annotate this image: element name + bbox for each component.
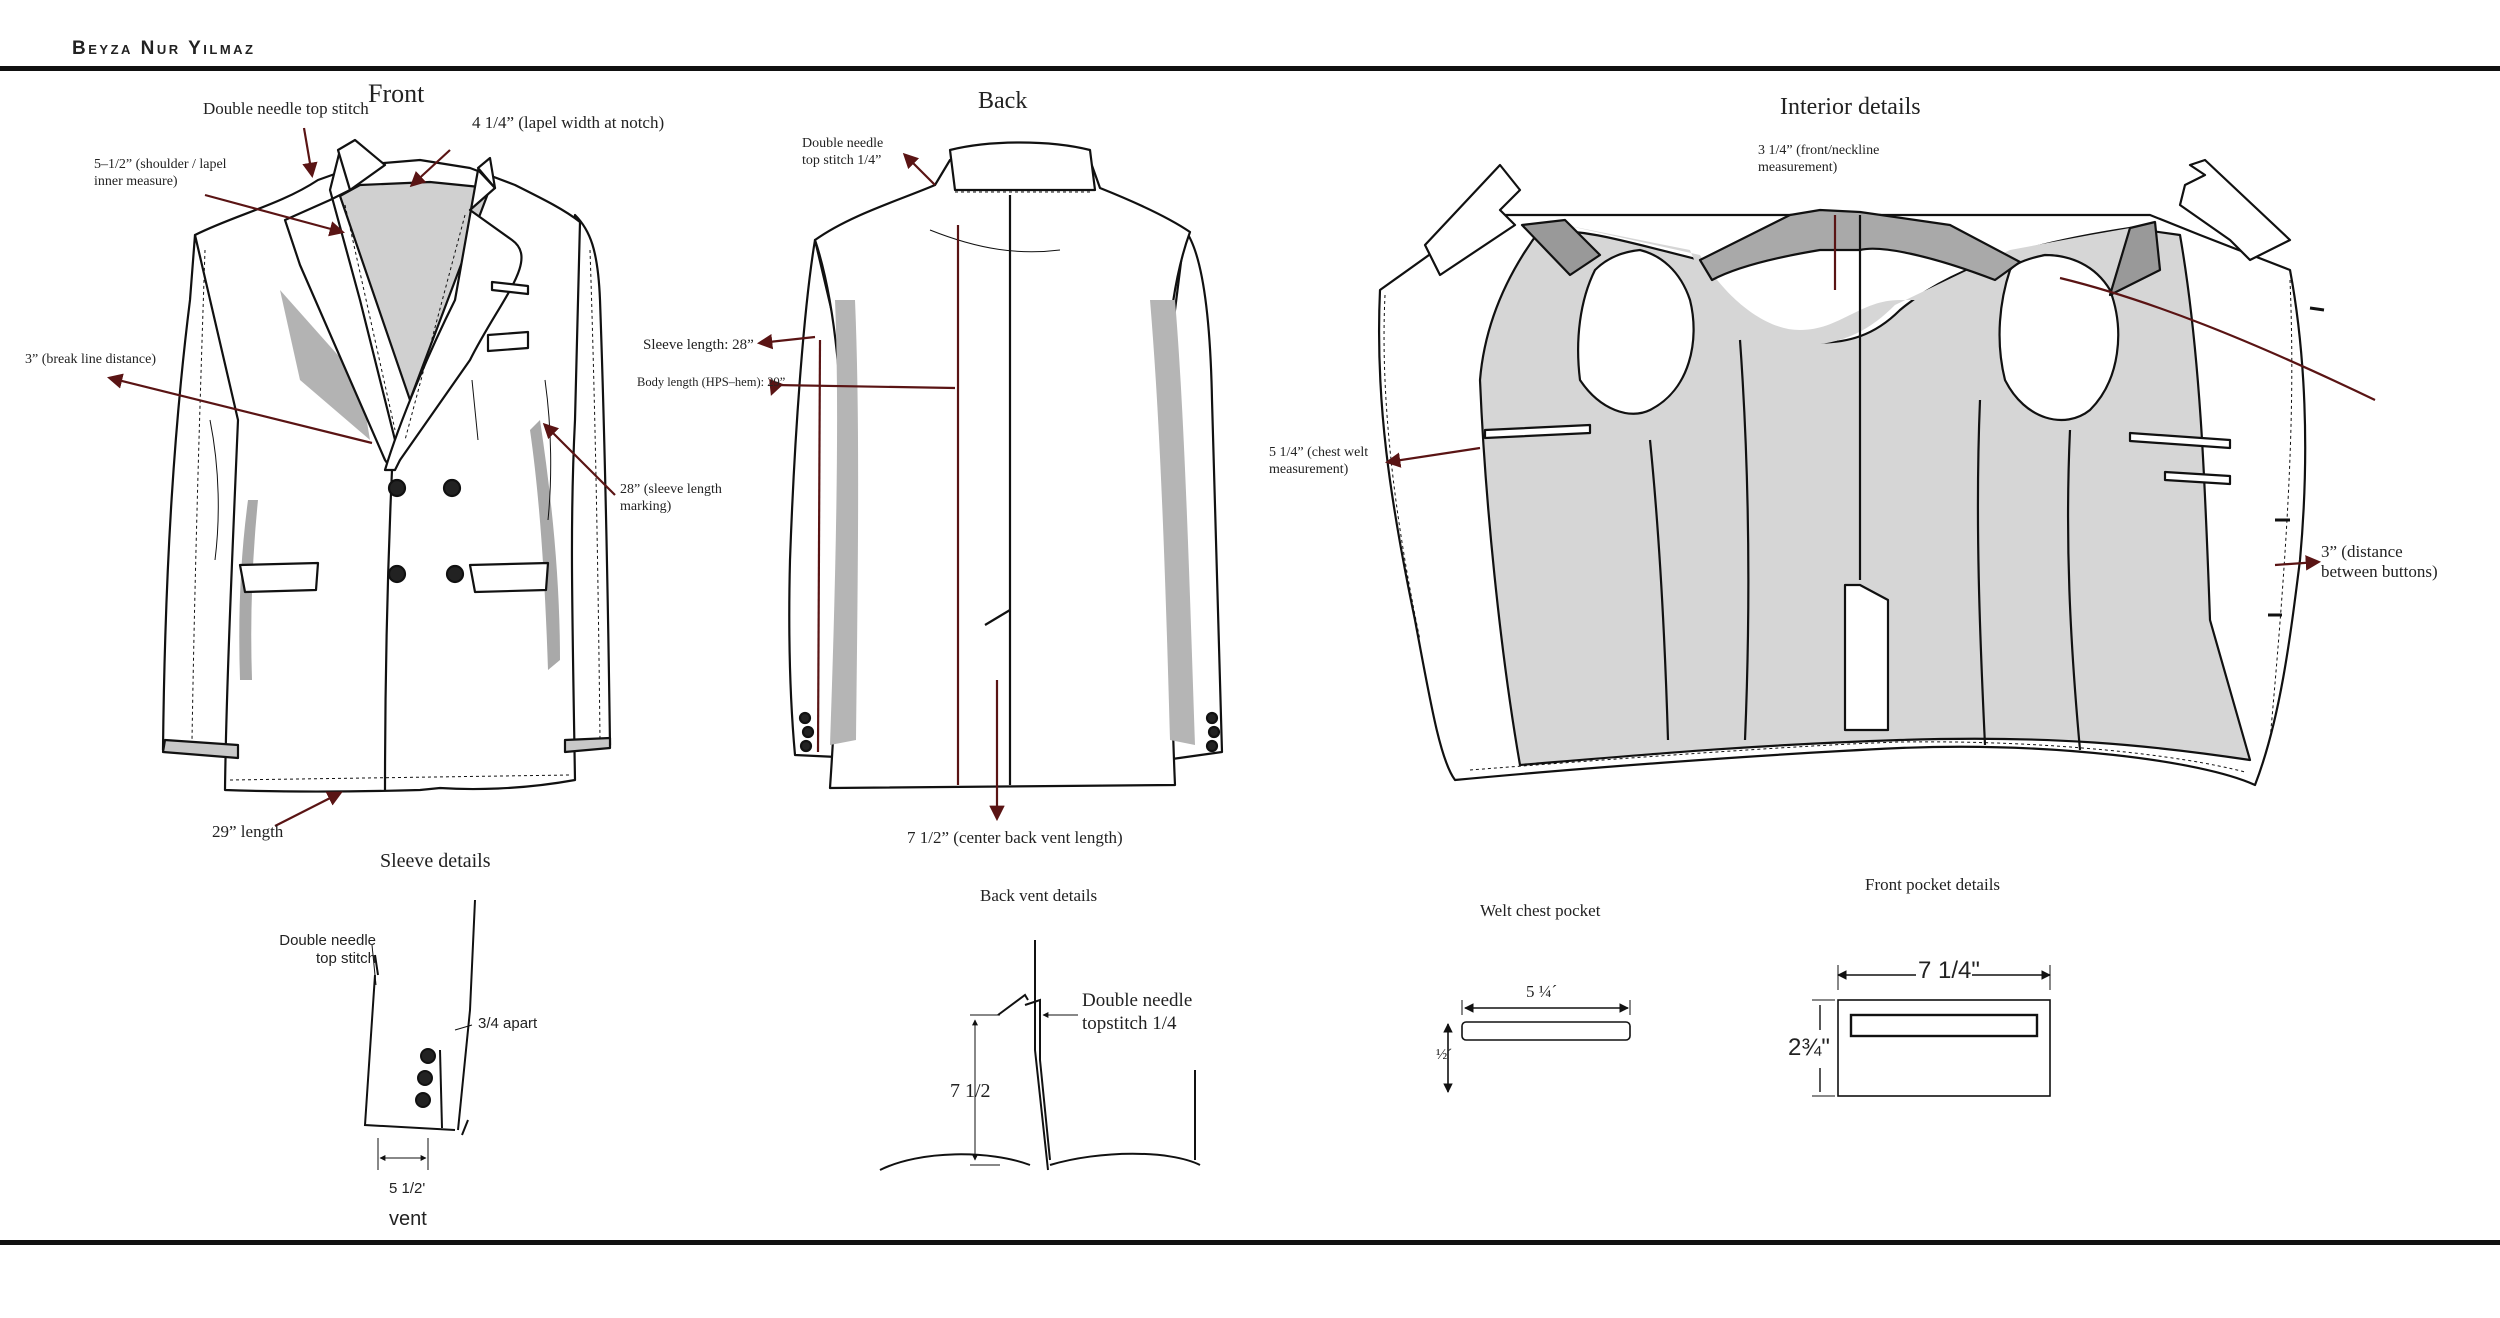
front-double-needle-label: Double needle top stitch bbox=[203, 99, 369, 118]
back-sleeve-length-label: Sleeve length: 28” bbox=[643, 337, 754, 353]
buttons-apart-label: 3/4 apart bbox=[478, 1015, 538, 1032]
frame-lines bbox=[0, 66, 2500, 1245]
interior-drawing bbox=[1377, 158, 2325, 787]
back-jacket-drawing bbox=[788, 141, 1224, 790]
button-distance-label: 3” (distance between buttons) bbox=[2321, 542, 2438, 582]
back-vent-detail-drawing bbox=[879, 940, 1201, 1171]
body-length-label: Body length (HPS–hem): 29” bbox=[637, 375, 786, 389]
back-title: Back bbox=[978, 88, 1028, 114]
sleeve-double-needle-label: Double needle top stitch bbox=[279, 932, 376, 967]
break-line-label: 3” (break line distance) bbox=[25, 352, 156, 367]
back-vent-details-title: Back vent details bbox=[980, 886, 1098, 905]
neckline-label: 3 1/4” (front/neckline measurement) bbox=[1758, 143, 1880, 175]
back-double-needle-label: Double needle top stitch 1/4” bbox=[802, 136, 884, 168]
welt-height-label: ½´ bbox=[1436, 1047, 1453, 1063]
front-title: Front bbox=[368, 79, 425, 108]
chest-welt-label: 5 1/4” (chest welt measurement) bbox=[1269, 445, 1369, 477]
sleeve-detail-drawing bbox=[363, 899, 476, 1170]
back-vent-height-label: 7 1/2 bbox=[950, 1080, 991, 1102]
sleeve-vent-label: vent bbox=[389, 1208, 427, 1230]
sleeve-label-leaders bbox=[371, 944, 473, 1031]
measurement-arrows bbox=[107, 127, 2376, 827]
welt-chest-pocket-title: Welt chest pocket bbox=[1480, 901, 1601, 920]
lapel-width-label: 4 1/4” (lapel width at notch) bbox=[472, 113, 665, 132]
sleeve-details-title: Sleeve details bbox=[380, 850, 491, 872]
back-vent-topstitch-label: Double needle topstitch 1/4 bbox=[1082, 990, 1193, 1034]
front-jacket-drawing bbox=[161, 138, 612, 793]
sleeve-width-label: 5 1/2' bbox=[389, 1180, 426, 1197]
sleeve-marking-label: 28” (sleeve length marking) bbox=[620, 482, 722, 514]
welt-pocket-drawing bbox=[1443, 1000, 1631, 1093]
interior-title: Interior details bbox=[1780, 94, 1921, 120]
shoulder-lapel-label: 5–1/2” (shoulder / lapel inner measure) bbox=[94, 157, 227, 189]
front-pocket-drawing bbox=[1812, 965, 2051, 1097]
front-length-label: 29” length bbox=[212, 822, 284, 841]
front-pocket-details-title: Front pocket details bbox=[1865, 875, 2001, 894]
vent-length-label: 7 1/2” (center back vent length) bbox=[907, 828, 1123, 847]
front-pocket-height-label: 2¾" bbox=[1788, 1034, 1830, 1061]
welt-width-label: 5 ¼´ bbox=[1526, 982, 1558, 1001]
front-pocket-width-label: 7 1/4" bbox=[1918, 957, 1980, 984]
designer-name: Beyza Nur Yilmaz bbox=[72, 38, 256, 59]
